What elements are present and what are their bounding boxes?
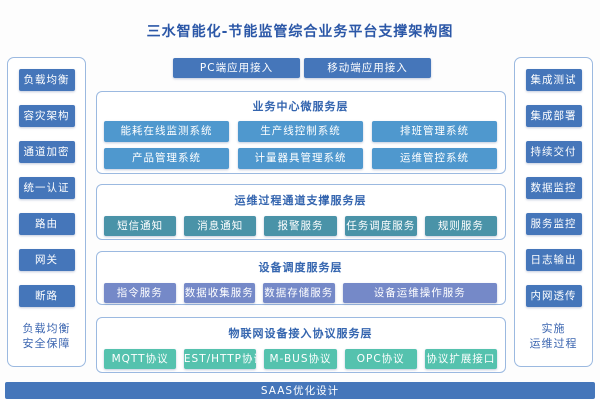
protocol-button: MQTT协议 [104, 349, 177, 369]
sidebar-item: 容灾架构 [18, 105, 75, 127]
section-title: 物联网设备接入协议服务层 [228, 327, 373, 340]
sidebar-item: 路由 [18, 213, 75, 235]
section-title: 运维过程通道支撑服务层 [234, 194, 367, 207]
left-footer-line-1: 负载均衡 [22, 322, 71, 335]
section-iot-protocols: 物联网设备接入协议服务层 MQTT协议 REST/HTTP协议 M-BUS协议 OPC… [96, 317, 506, 373]
service-button: 规则服务 [424, 216, 498, 236]
protocol-button: 协议扩展接口 [424, 349, 498, 369]
section-items: 指令服务数据收集服务数据存储服务设备运维操作服务 [104, 283, 498, 303]
section-om-channel-support: 运维过程通道支撑服务层 短信通知消息通知报警服务任务调度服务规则服务 [96, 184, 506, 240]
protocol-button: REST/HTTP协议 [184, 349, 257, 369]
sidebar-item: 数据监控 [525, 177, 582, 199]
app-access-button: 移动端应用接入 [304, 58, 431, 78]
section-items: 短信通知消息通知报警服务任务调度服务规则服务 [104, 216, 498, 236]
system-button: 计量器具管理系统 [238, 148, 363, 169]
service-button: 短信通知 [104, 216, 177, 236]
section-business-microservices: 业务中心微服务层 能耗在线监测系统生产线控制系统排班管理系统产品管理系统计量器具… [96, 91, 506, 174]
left-sidebar-panel: 负载均衡容灾架构通道加密统一认证路由网关断路 负载均衡 安全保障 [7, 57, 86, 367]
left-sidebar-footer: 负载均衡 安全保障 [23, 321, 71, 351]
sidebar-item: 通道加密 [18, 141, 75, 163]
sidebar-item: 持续交付 [525, 141, 582, 163]
service-button: 数据存储服务 [263, 283, 335, 303]
section-device-scheduling: 设备调度服务层 指令服务数据收集服务数据存储服务设备运维操作服务 [96, 251, 506, 305]
protocol-button: OPC协议 [344, 349, 417, 369]
page-title: 三水智能化-节能监管综合业务平台支撑架构图 [146, 24, 454, 40]
sidebar-item: 集成测试 [525, 69, 582, 91]
right-footer-line-1: 实施 [541, 322, 566, 335]
sidebar-item: 网关 [18, 249, 75, 271]
right-sidebar-footer: 实施 运维过程 [530, 321, 578, 351]
sidebar-item: 服务监控 [525, 213, 582, 235]
service-button: 报警服务 [264, 216, 337, 236]
service-button: 消息通知 [184, 216, 257, 236]
service-button: 任务调度服务 [344, 216, 417, 236]
sidebar-item: 集成部署 [525, 105, 582, 127]
sidebar-item: 内网透传 [525, 285, 582, 307]
service-button: 数据收集服务 [183, 283, 256, 303]
section-title: 业务中心微服务层 [252, 100, 349, 113]
protocol-button: M-BUS协议 [264, 349, 337, 369]
service-button: 指令服务 [104, 283, 176, 303]
section-items: 能耗在线监测系统生产线控制系统排班管理系统产品管理系统计量器具管理系统运维管控系… [104, 121, 497, 169]
right-sidebar-panel: 集成测试集成部署持续交付数据监控服务监控日志输出内网透传 实施 运维过程 [514, 57, 593, 367]
system-button: 运维管控系统 [372, 148, 497, 169]
sidebar-item: 断路 [18, 285, 75, 307]
system-button: 生产线控制系统 [238, 121, 363, 142]
service-button: 设备运维操作服务 [342, 283, 498, 303]
saas-optimization-bar: SAAS优化设计 [5, 382, 595, 399]
app-access-row: PC端应用接入移动端应用接入 [173, 58, 431, 78]
section-title: 设备调度服务层 [258, 261, 343, 274]
sidebar-item: 负载均衡 [18, 69, 75, 91]
system-button: 排班管理系统 [372, 121, 497, 142]
sidebar-item: 日志输出 [525, 249, 582, 271]
sidebar-item: 统一认证 [18, 177, 75, 199]
system-button: 能耗在线监测系统 [104, 121, 229, 142]
system-button: 产品管理系统 [104, 148, 229, 169]
left-footer-line-2: 安全保障 [22, 337, 71, 350]
app-access-button: PC端应用接入 [173, 58, 300, 78]
right-footer-line-2: 运维过程 [529, 337, 578, 350]
